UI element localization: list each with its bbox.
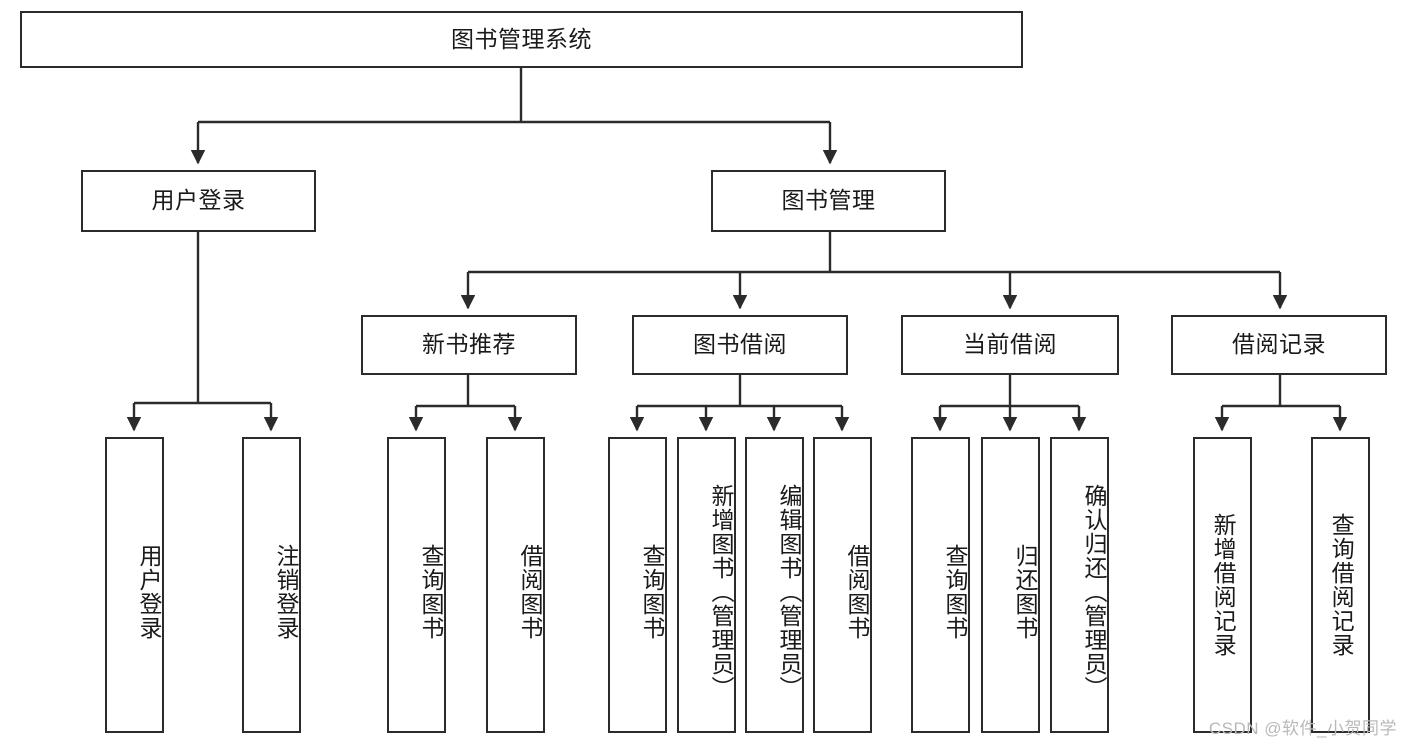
csdn-watermark: CSDN @软件_小贺同学 xyxy=(1208,719,1397,738)
leaf-confirm-return[interactable]: 确认归还（管理员） xyxy=(1050,437,1109,733)
leaf-add-record-label: 新增借阅记录 xyxy=(1210,513,1237,657)
node-current-borrow-label: 当前借阅 xyxy=(963,331,1057,358)
node-book-borrow[interactable]: 图书借阅 xyxy=(632,315,848,375)
node-book-manage[interactable]: 图书管理 xyxy=(711,170,946,232)
node-book-manage-label: 图书管理 xyxy=(781,187,876,214)
leaf-query-book-3[interactable]: 查询图书 xyxy=(911,437,970,733)
leaf-edit-book-label: 编辑图书（管理员） xyxy=(776,484,802,700)
leaf-query-record[interactable]: 查询借阅记录 xyxy=(1311,437,1370,733)
node-borrow-record-label: 借阅记录 xyxy=(1232,331,1326,358)
leaf-return-book-label: 归还图书 xyxy=(1012,544,1038,640)
leaf-return-book[interactable]: 归还图书 xyxy=(981,437,1040,733)
node-new-book-rec[interactable]: 新书推荐 xyxy=(361,315,577,375)
leaf-borrow-book-1[interactable]: 借阅图书 xyxy=(486,437,545,733)
node-book-borrow-label: 图书借阅 xyxy=(693,331,787,358)
leaf-user-login-label: 用户登录 xyxy=(136,544,162,640)
leaf-add-book[interactable]: 新增图书（管理员） xyxy=(677,437,736,733)
leaf-user-logout[interactable]: 注销登录 xyxy=(242,437,301,733)
leaf-user-logout-label: 注销登录 xyxy=(273,544,299,640)
node-current-borrow[interactable]: 当前借阅 xyxy=(901,315,1119,375)
leaf-borrow-book-2[interactable]: 借阅图书 xyxy=(813,437,872,733)
leaf-edit-book[interactable]: 编辑图书（管理员） xyxy=(745,437,804,733)
leaf-add-book-label: 新增图书（管理员） xyxy=(708,484,734,700)
leaf-confirm-return-label: 确认归还（管理员） xyxy=(1081,484,1107,700)
node-new-book-rec-label: 新书推荐 xyxy=(422,331,516,358)
leaf-add-record[interactable]: 新增借阅记录 xyxy=(1193,437,1252,733)
leaf-user-login[interactable]: 用户登录 xyxy=(105,437,164,733)
leaf-query-book-1[interactable]: 查询图书 xyxy=(387,437,446,733)
leaf-borrow-book-1-label: 借阅图书 xyxy=(517,544,543,640)
leaf-query-record-label: 查询借阅记录 xyxy=(1328,513,1355,657)
node-user-login[interactable]: 用户登录 xyxy=(81,170,316,232)
node-root-label: 图书管理系统 xyxy=(451,25,592,52)
leaf-query-book-2-label: 查询图书 xyxy=(639,544,665,640)
leaf-query-book-2[interactable]: 查询图书 xyxy=(608,437,667,733)
node-borrow-record[interactable]: 借阅记录 xyxy=(1171,315,1387,375)
leaf-query-book-1-label: 查询图书 xyxy=(418,544,444,640)
leaf-borrow-book-2-label: 借阅图书 xyxy=(844,544,870,640)
leaf-query-book-3-label: 查询图书 xyxy=(942,544,968,640)
node-root[interactable]: 图书管理系统 xyxy=(20,11,1023,68)
node-user-login-label: 用户登录 xyxy=(151,187,246,214)
